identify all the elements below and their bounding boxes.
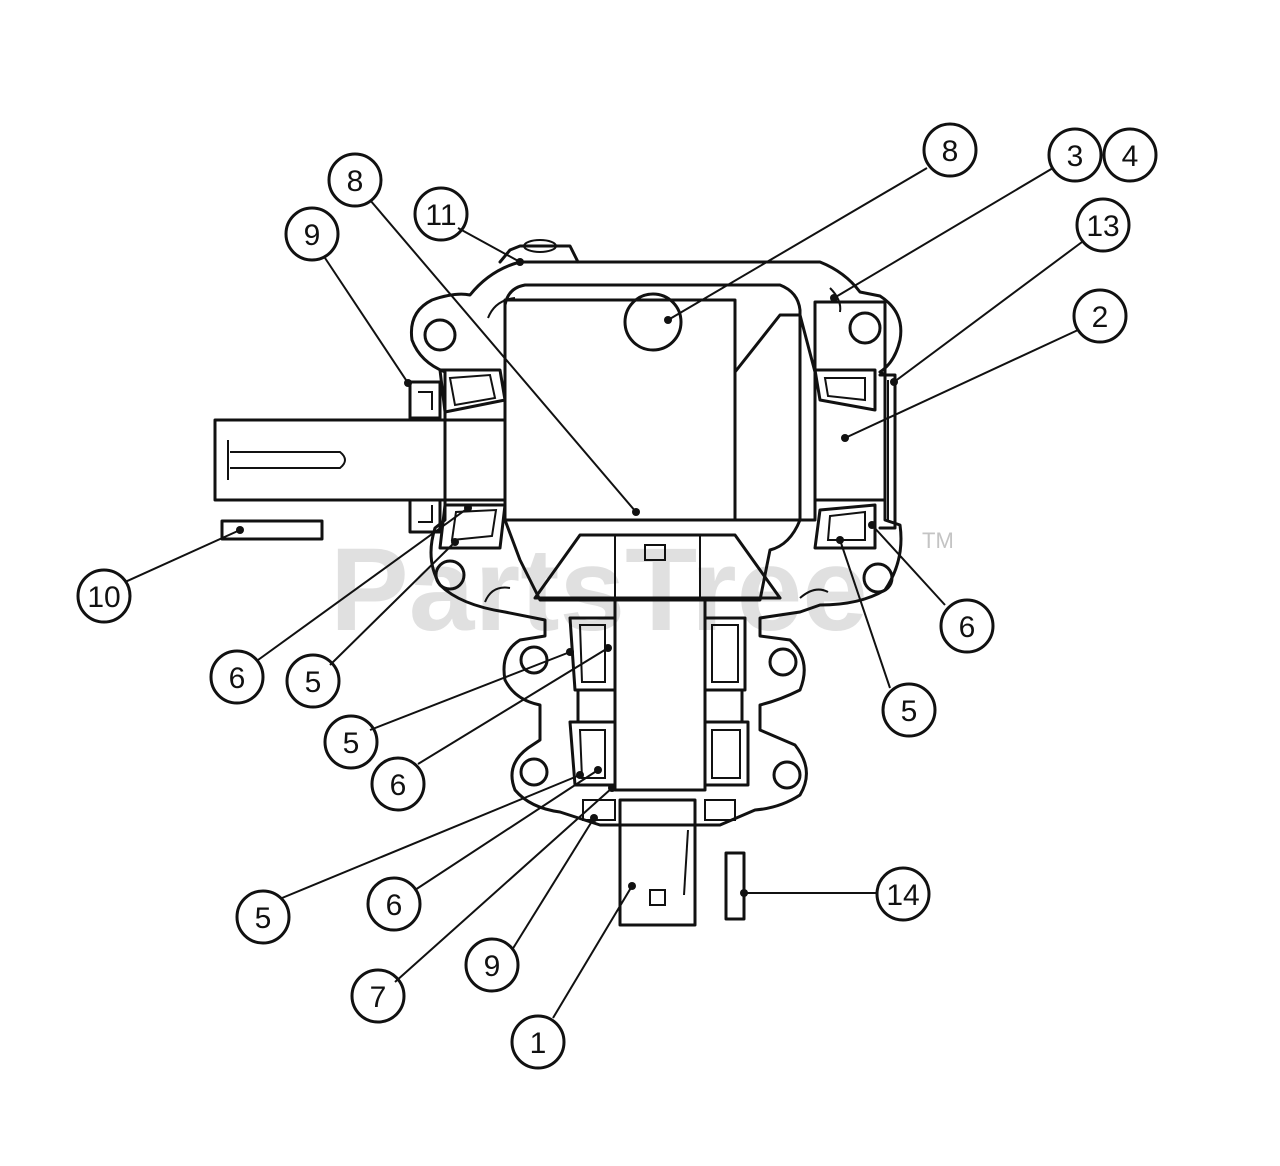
callout-8-top[interactable]: 8 — [922, 122, 978, 178]
callout-7[interactable]: 7 — [350, 968, 406, 1024]
callout-label: 1 — [530, 1027, 547, 1060]
callout-label: 13 — [1086, 210, 1119, 243]
callout-6-left[interactable]: 6 — [209, 649, 265, 705]
input-shaft — [213, 298, 897, 534]
callout-label: 6 — [390, 769, 407, 802]
leader-lines — [124, 167, 1083, 1019]
callout-label: 14 — [886, 879, 919, 912]
watermark-trademark: TM — [922, 528, 954, 553]
callout-5-mid[interactable]: 5 — [323, 714, 379, 770]
callout-5-left[interactable]: 5 — [285, 653, 341, 709]
leader-dots — [236, 258, 898, 897]
callout-8-left[interactable]: 8 — [327, 152, 383, 208]
callout-label: 2 — [1092, 301, 1109, 334]
callout-3[interactable]: 3 — [1047, 127, 1103, 183]
callout-label: 5 — [255, 902, 272, 935]
callout-2[interactable]: 2 — [1072, 288, 1128, 344]
callout-9-bottom[interactable]: 9 — [464, 937, 520, 993]
callout-9-top[interactable]: 9 — [284, 206, 340, 262]
callouts: 8 3 4 13 2 8 11 9 — [76, 122, 1158, 1070]
callout-10[interactable]: 10 — [76, 568, 132, 624]
callout-label: 6 — [229, 662, 246, 695]
callout-14[interactable]: 14 — [875, 866, 931, 922]
callout-6-mid[interactable]: 6 — [370, 756, 426, 812]
callout-label: 7 — [370, 981, 387, 1014]
callout-6-right[interactable]: 6 — [939, 598, 995, 654]
callout-label: 9 — [304, 219, 321, 252]
callout-label: 9 — [484, 950, 501, 983]
callout-5-low[interactable]: 5 — [235, 889, 291, 945]
callout-label: 6 — [959, 611, 976, 644]
callout-label: 10 — [87, 581, 120, 614]
callout-label: 8 — [347, 165, 364, 198]
callout-6-low[interactable]: 6 — [366, 876, 422, 932]
callout-13[interactable]: 13 — [1075, 197, 1131, 253]
loose-keys — [220, 519, 746, 921]
callout-5-right[interactable]: 5 — [881, 682, 937, 738]
watermark-text: PartsTree — [330, 524, 868, 656]
watermark: PartsTree TM — [330, 524, 954, 656]
callout-label: 8 — [942, 135, 959, 168]
callout-4[interactable]: 4 — [1102, 127, 1158, 183]
callout-label: 6 — [386, 889, 403, 922]
callout-label: 5 — [343, 727, 360, 760]
gearbox-housing — [409, 239, 903, 827]
callout-label: 3 — [1067, 140, 1084, 173]
callout-1[interactable]: 1 — [510, 1014, 566, 1070]
callout-11[interactable]: 11 — [413, 186, 469, 242]
output-shaft — [582, 598, 736, 927]
callout-label: 4 — [1122, 140, 1139, 173]
callout-label: 5 — [901, 695, 918, 728]
callout-label: 11 — [425, 199, 456, 232]
callout-label: 5 — [305, 666, 322, 699]
